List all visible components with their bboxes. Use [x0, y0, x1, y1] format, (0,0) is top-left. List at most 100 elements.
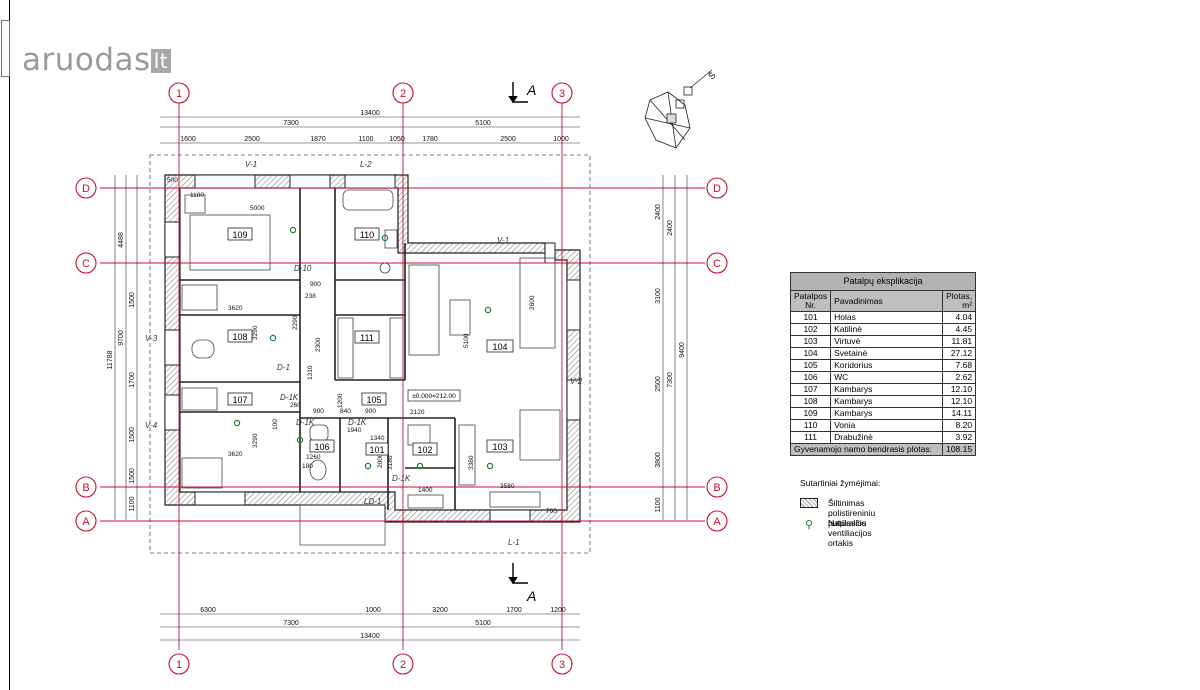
grid-label-2-top: 2	[400, 88, 406, 100]
interior-dim: 1260	[306, 454, 321, 461]
cell-area: 4.04	[942, 311, 977, 324]
cell-name: Kambarys	[830, 407, 944, 420]
page-edge	[0, 0, 10, 690]
dim-left-detail: 1100	[129, 496, 136, 511]
cell-nr: 102	[789, 323, 832, 336]
element-tag: V-3	[145, 334, 158, 343]
interior-dim: 2120	[410, 409, 425, 416]
grid-bubbles	[75, 82, 728, 675]
interior-dim: 5100	[463, 333, 470, 348]
legend-item: Šiltinimas polistireniniu putplasčiu	[800, 498, 880, 528]
interior-dim: 2300	[315, 337, 322, 352]
interior-dim: 3290	[252, 433, 259, 448]
ventilation-icon	[486, 462, 494, 470]
element-tag: D-1K	[296, 418, 315, 427]
grid-bubble-C-right	[706, 252, 728, 274]
dim-bottom-part-2: 5100	[475, 620, 491, 627]
dim-right-detail: 2500	[655, 376, 662, 392]
grid-bubble-2-top	[392, 82, 414, 104]
room-number: 110	[360, 230, 374, 240]
table-header-name: Pavadinimas	[830, 290, 944, 312]
grid-label-B-right: B	[713, 482, 720, 494]
interior-dim: 3620	[228, 305, 243, 312]
interior-dim: 900	[313, 408, 324, 415]
dim-bottom-detail: 1000	[365, 607, 381, 614]
interior-dim: 238	[305, 293, 316, 300]
cell-name: Drabužinė	[830, 431, 944, 444]
dim-top-overall: 13400	[360, 110, 380, 117]
grid-label-D-right: D	[713, 183, 721, 195]
interior-dim: 3290	[252, 325, 259, 340]
dim-top-detail: 1870	[310, 136, 326, 143]
interior-dim: 840	[340, 408, 351, 415]
edge-mark	[1, 20, 10, 77]
grid-bubble-3-bottom	[551, 653, 573, 675]
room-number: 111	[360, 333, 374, 343]
dim-left-part: 4488	[118, 232, 125, 248]
dimension-lines	[114, 116, 688, 641]
room-labels	[227, 227, 514, 456]
element-tag: LD-1	[364, 497, 381, 506]
element-tag: L-1	[508, 538, 520, 547]
grid-bubble-A-left	[75, 510, 97, 532]
dim-top-detail: 2500	[244, 136, 260, 143]
interior-dim: 3580	[500, 483, 515, 490]
element-tag: L-2	[360, 160, 372, 169]
cell-name: Kambarys	[830, 383, 944, 396]
legend-item-label: Natūralios ventiliacijos ortakis	[828, 518, 872, 548]
dim-left-overall: 11788	[107, 350, 114, 369]
room-number: 108	[232, 332, 247, 342]
table-header-nr: Patalpos Nr.	[789, 290, 832, 312]
element-tag: V-1	[497, 236, 509, 245]
entrance-porch	[299, 504, 386, 546]
windows	[164, 174, 581, 523]
room-schedule-table: Patalpų eksplikacija Patalpos Nr. Pavadi…	[789, 272, 977, 456]
interior-dim: 1940	[347, 427, 362, 434]
room-number: 107	[232, 395, 247, 405]
grid-label-D-left: D	[82, 183, 90, 195]
ventilation-icon	[364, 462, 372, 470]
interior-dim: 3380	[468, 455, 475, 470]
dim-right-detail: 7300	[667, 372, 674, 388]
cell-nr: 103	[789, 335, 832, 348]
dim-bottom-detail: 3200	[432, 607, 448, 614]
cell-area: 27.12	[942, 347, 977, 360]
dim-bottom-detail: 1200	[550, 607, 566, 614]
cell-nr: 107	[789, 383, 832, 396]
dim-right-detail: 3800	[655, 452, 662, 468]
outer-walls	[164, 174, 581, 523]
interior-dim: 1340	[370, 435, 385, 442]
cell-name: Holas	[830, 311, 944, 324]
element-tag: V-1	[245, 160, 257, 169]
grid-bubble-B-left	[75, 476, 97, 498]
grid-label-1-top: 1	[176, 88, 182, 100]
interior-dim: 3180	[387, 455, 394, 470]
grid-label-2-bottom: 2	[400, 659, 406, 671]
cell-name: Svetainė	[830, 347, 944, 360]
cell-nr: 109	[789, 407, 832, 420]
dim-bottom-detail: 6300	[200, 607, 216, 614]
cell-name: Vonia	[830, 419, 944, 432]
furniture	[181, 189, 561, 509]
watermark-suffix: lt	[150, 49, 172, 73]
cell-nr: 106	[789, 371, 832, 384]
grid-bubble-1-bottom	[168, 653, 190, 675]
cell-area: 2.62	[942, 371, 977, 384]
cell-name: Kambarys	[830, 395, 944, 408]
cell-area: 4.45	[942, 323, 977, 336]
ventilation-icon	[484, 306, 492, 314]
elevation-note: ±0.000=212.00	[412, 393, 456, 400]
interior-dim: 900	[365, 408, 376, 415]
dim-left-part: 9700	[118, 330, 125, 346]
legend-item: ⚲ Natūralios ventiliacijos ortakis	[800, 518, 880, 548]
dim-right-overall: 9400	[679, 342, 686, 358]
grid-bubble-3-top	[551, 82, 573, 104]
cell-area: 12.10	[942, 395, 977, 408]
dim-right-detail: 2400	[667, 220, 674, 236]
